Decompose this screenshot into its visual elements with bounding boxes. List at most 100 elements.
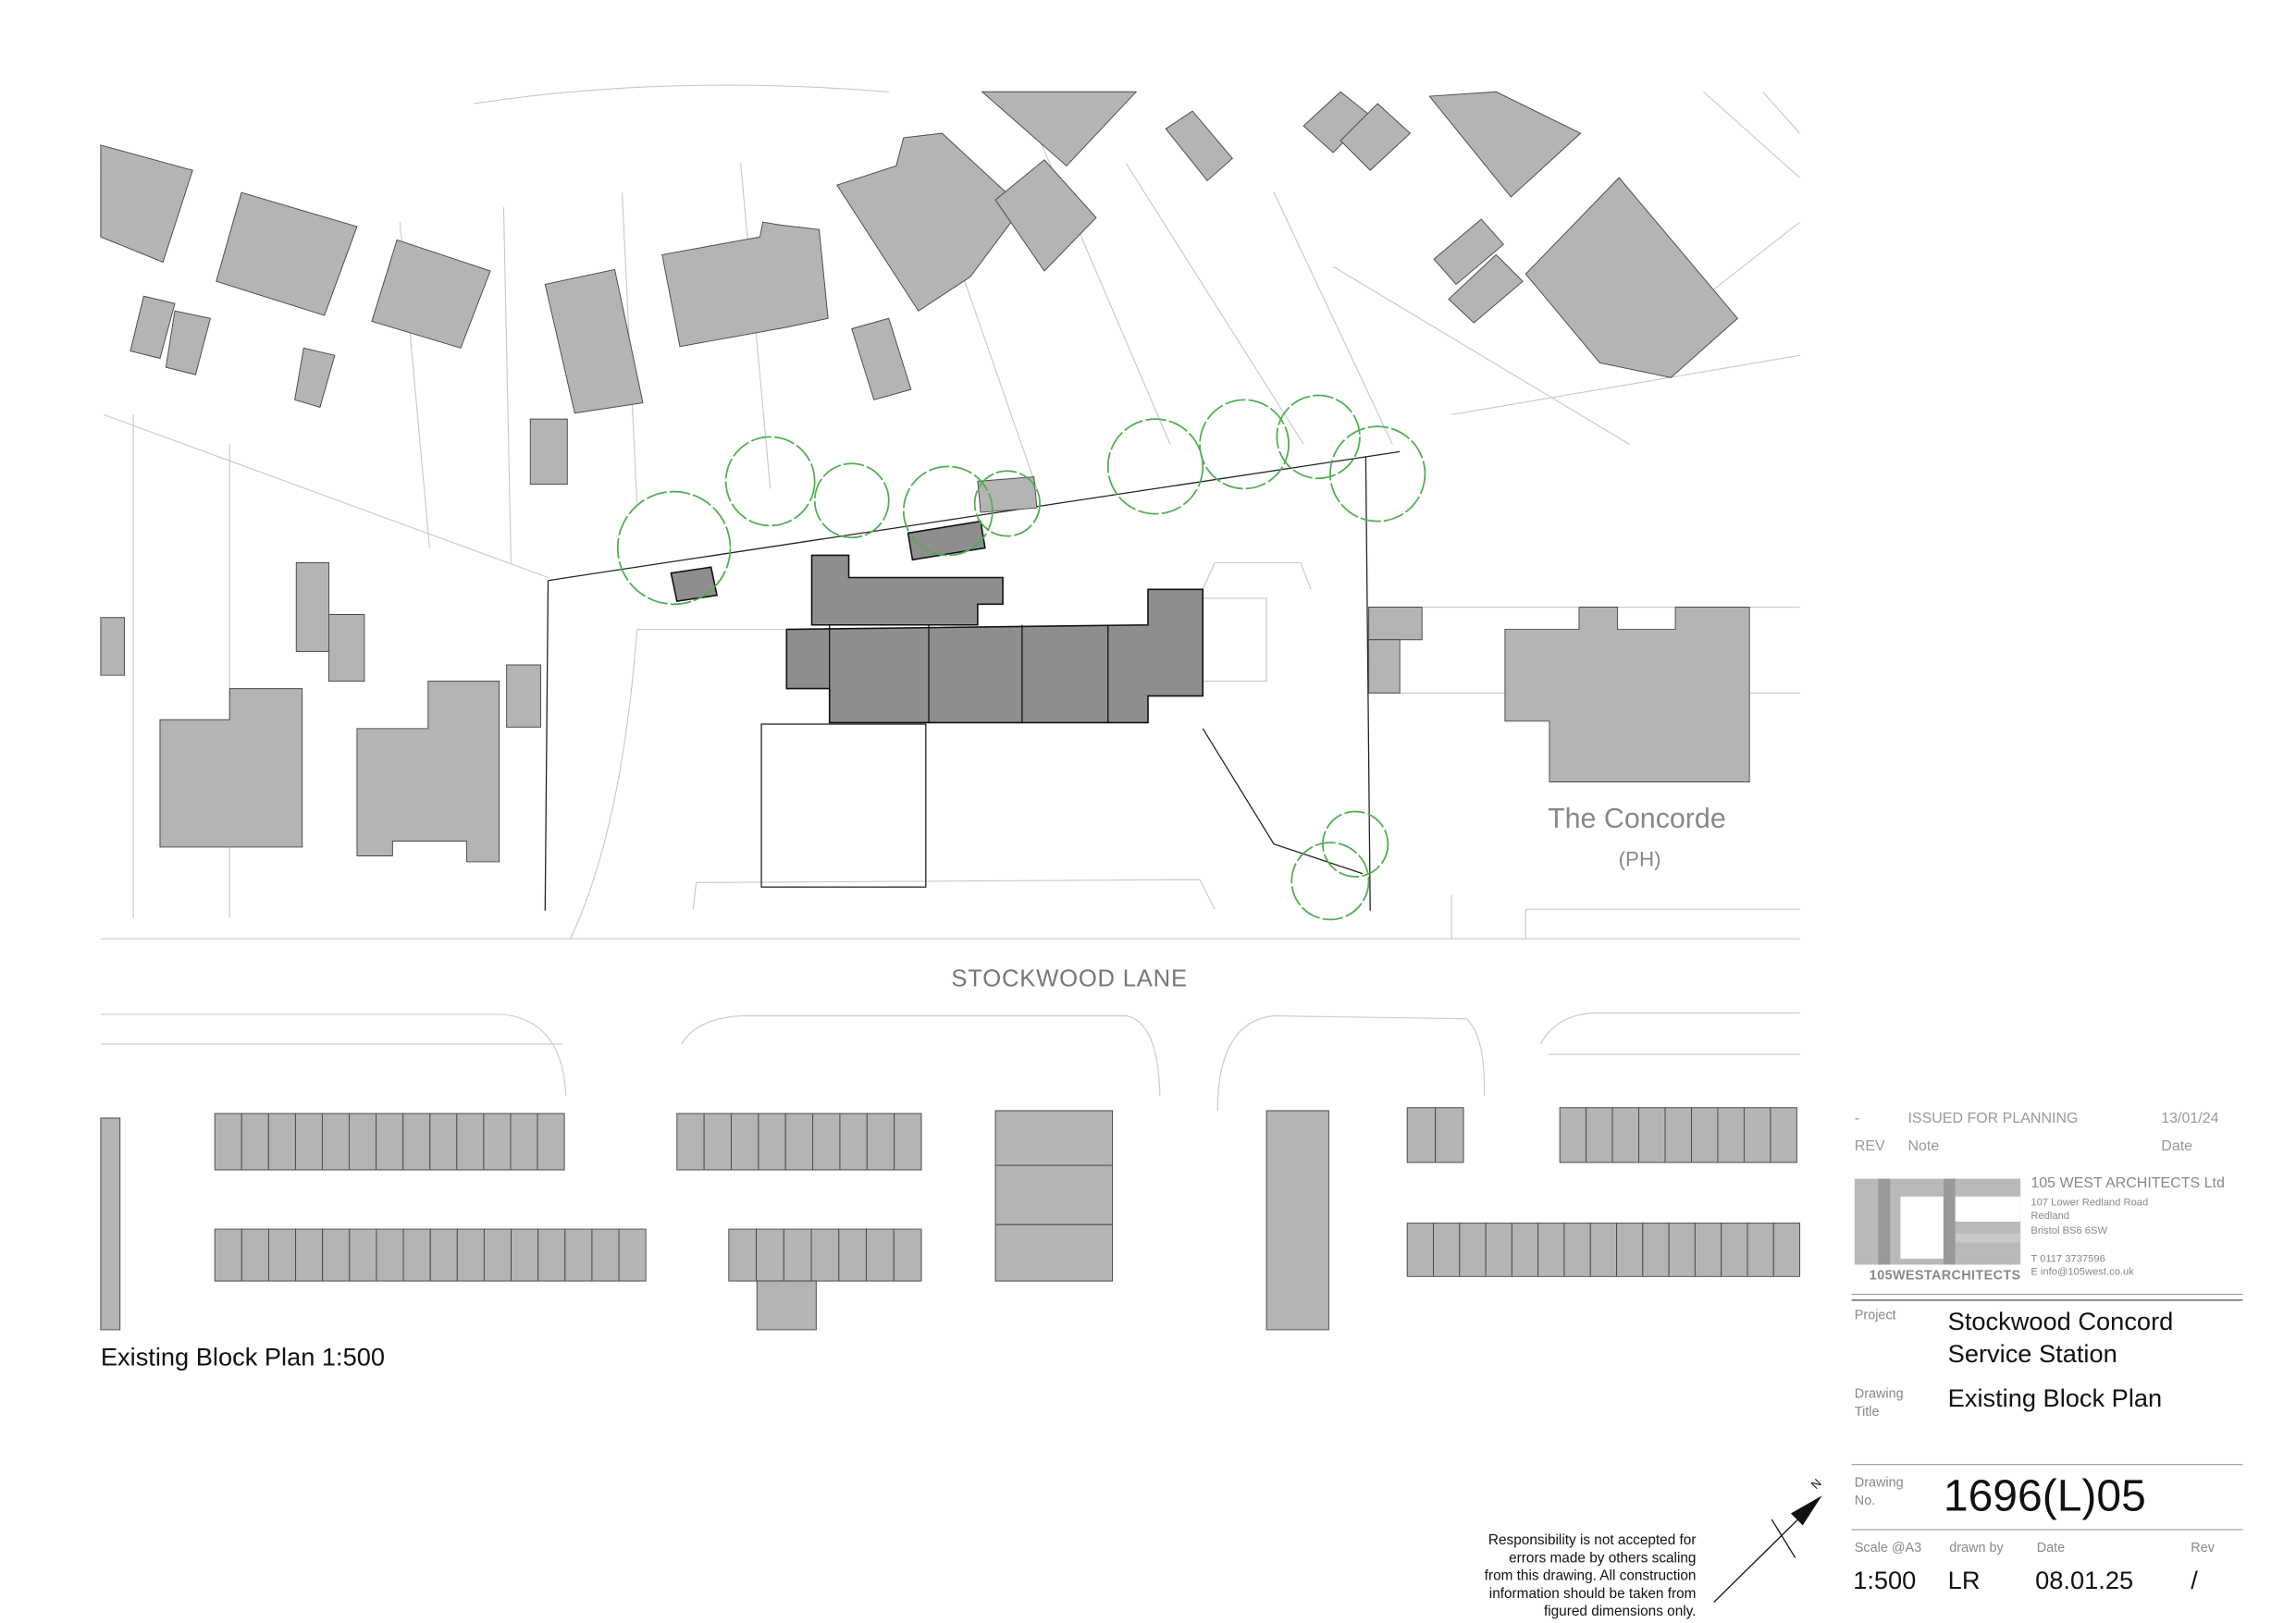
building xyxy=(130,295,176,360)
building xyxy=(544,268,644,414)
tree-canopy xyxy=(1322,810,1389,878)
garage xyxy=(866,1113,895,1171)
garage xyxy=(1770,1107,1797,1163)
garage xyxy=(812,1113,841,1171)
garage xyxy=(810,1228,840,1282)
garage xyxy=(1563,1223,1591,1277)
project-name: Service Station xyxy=(1948,1339,2117,1368)
garage xyxy=(994,1164,1114,1225)
garage xyxy=(994,1223,1114,1282)
building xyxy=(835,132,1023,312)
garage xyxy=(839,1113,868,1171)
garage xyxy=(618,1228,647,1282)
building xyxy=(851,317,912,400)
garage xyxy=(1406,1107,1437,1163)
building xyxy=(661,221,829,348)
garage xyxy=(838,1228,868,1282)
garage xyxy=(100,1117,121,1331)
svg-text:N: N xyxy=(1808,1476,1824,1492)
garage xyxy=(1668,1223,1696,1277)
building xyxy=(1368,639,1401,694)
site-map: STOCKWOOD LANE The Concorde (PH) xyxy=(100,84,1801,1331)
garage xyxy=(1616,1223,1644,1277)
pub-type: (PH) xyxy=(1619,848,1661,871)
garage xyxy=(510,1113,538,1171)
garage xyxy=(1586,1107,1613,1163)
garage xyxy=(756,1228,784,1282)
drawing-no-label: No. xyxy=(1855,1494,1875,1508)
garage xyxy=(894,1113,922,1171)
garage xyxy=(483,1113,512,1171)
site-building xyxy=(810,554,1004,626)
company-address: 107 Lower Redland Road xyxy=(2031,1197,2148,1208)
drawing-no-label: Drawing xyxy=(1855,1476,1904,1491)
building xyxy=(100,617,125,676)
building xyxy=(529,418,568,486)
svg-text:REV: REV xyxy=(1855,1138,1885,1154)
garage xyxy=(1559,1107,1587,1163)
building xyxy=(506,664,541,728)
garage xyxy=(402,1113,431,1171)
svg-text:information should be taken fr: information should be taken from xyxy=(1489,1586,1697,1602)
revision-table: - ISSUED FOR PLANNING 13/01/24 REV Note … xyxy=(1855,1111,2219,1154)
garage xyxy=(511,1228,539,1282)
rev-value: / xyxy=(2191,1566,2198,1594)
garage xyxy=(267,1228,297,1282)
building xyxy=(1165,110,1233,182)
building xyxy=(100,144,193,264)
drawing-title-label: Title xyxy=(1855,1405,1880,1420)
svg-text:Responsibility is not accepted: Responsibility is not accepted for xyxy=(1488,1532,1697,1548)
garage xyxy=(376,1113,404,1171)
svg-text:Note: Note xyxy=(1907,1138,1939,1154)
garage xyxy=(214,1113,242,1171)
company-address: Redland xyxy=(2031,1211,2069,1222)
forecourt-outline xyxy=(1202,561,1312,682)
tree-canopy xyxy=(1290,842,1370,921)
garage xyxy=(703,1113,732,1171)
garage xyxy=(1589,1223,1618,1277)
garage xyxy=(676,1113,705,1171)
garage xyxy=(294,1113,323,1171)
garage xyxy=(1485,1223,1512,1277)
drawing-title-label: Drawing xyxy=(1855,1387,1904,1402)
garage xyxy=(994,1110,1114,1166)
building xyxy=(1433,218,1504,286)
site-building xyxy=(785,588,1204,724)
disclaimer: Responsibility is not accepted for error… xyxy=(1485,1532,1697,1619)
site-building xyxy=(670,566,718,603)
company-name: 105 WEST ARCHITECTS Ltd xyxy=(2031,1175,2225,1191)
garage xyxy=(214,1228,242,1282)
garage xyxy=(1537,1223,1565,1277)
garage xyxy=(1511,1223,1539,1277)
garage xyxy=(1743,1107,1771,1163)
drawing-caption: Existing Block Plan 1:500 xyxy=(101,1342,385,1371)
garage xyxy=(1691,1107,1719,1163)
building xyxy=(1339,103,1412,171)
garage xyxy=(241,1113,269,1171)
canopy xyxy=(760,723,927,888)
svg-text:Date: Date xyxy=(2161,1138,2192,1154)
building xyxy=(216,191,358,316)
building xyxy=(159,688,303,848)
garage xyxy=(1747,1223,1774,1277)
date-label: Date xyxy=(2037,1541,2065,1555)
garage xyxy=(591,1228,620,1282)
company-phone: T 0117 3737596 xyxy=(2031,1253,2105,1264)
garage xyxy=(429,1228,458,1282)
garage xyxy=(1435,1107,1464,1163)
garage xyxy=(758,1113,786,1171)
company-email: E info@105west.co.uk xyxy=(2031,1267,2134,1278)
drawn-by-label: drawn by xyxy=(1949,1541,2004,1555)
pavement-south xyxy=(100,1012,1800,1111)
site-boundary xyxy=(544,450,1401,911)
tree-canopy xyxy=(1199,399,1290,490)
building xyxy=(1448,253,1524,324)
rev-label: Rev xyxy=(2191,1541,2215,1555)
tree-canopy xyxy=(616,490,732,606)
building xyxy=(295,562,329,653)
garage xyxy=(429,1113,458,1171)
garage xyxy=(564,1228,593,1282)
tree-canopy xyxy=(1276,394,1361,480)
garage xyxy=(402,1228,431,1282)
